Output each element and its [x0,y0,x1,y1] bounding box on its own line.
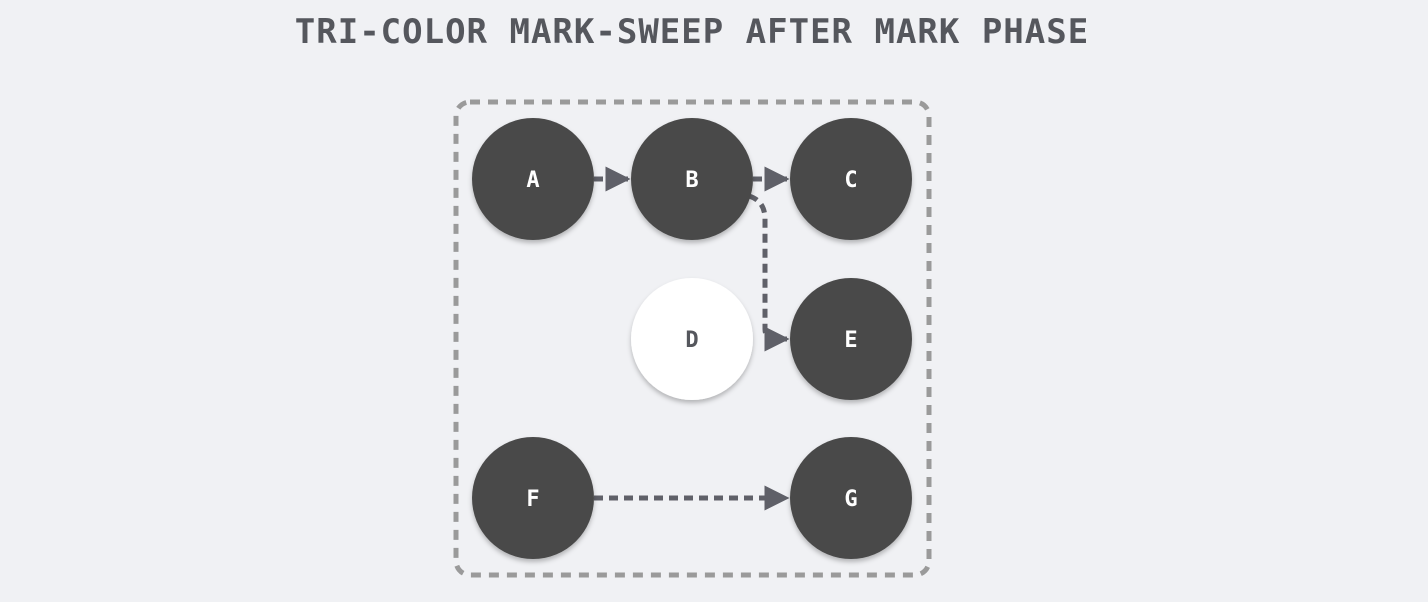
diagram-title: TRI-COLOR MARK-SWEEP AFTER MARK PHASE [294,12,1090,52]
node-f-label: F [526,487,539,512]
node-e-circle [790,278,912,400]
node-g-circle [790,437,912,559]
node-g: G [790,437,912,559]
node-d-label: D [685,328,698,353]
node-d: D [631,278,753,400]
node-a-label: A [526,168,539,193]
node-g-label: G [844,487,857,512]
node-f-circle [472,437,594,559]
node-b: B [631,118,753,240]
node-c: C [790,118,912,240]
node-c-label: C [844,168,857,193]
node-b-label: B [685,168,698,193]
edge-b-to-e [748,193,790,352]
node-b-circle [631,118,753,240]
node-a: A [472,118,594,240]
node-e: E [790,278,912,400]
node-f: F [472,437,594,559]
node-e-label: E [844,328,857,353]
node-a-circle [472,118,594,240]
root-set-boundary [453,99,932,578]
node-c-circle [790,118,912,240]
node-d-circle [631,278,753,400]
